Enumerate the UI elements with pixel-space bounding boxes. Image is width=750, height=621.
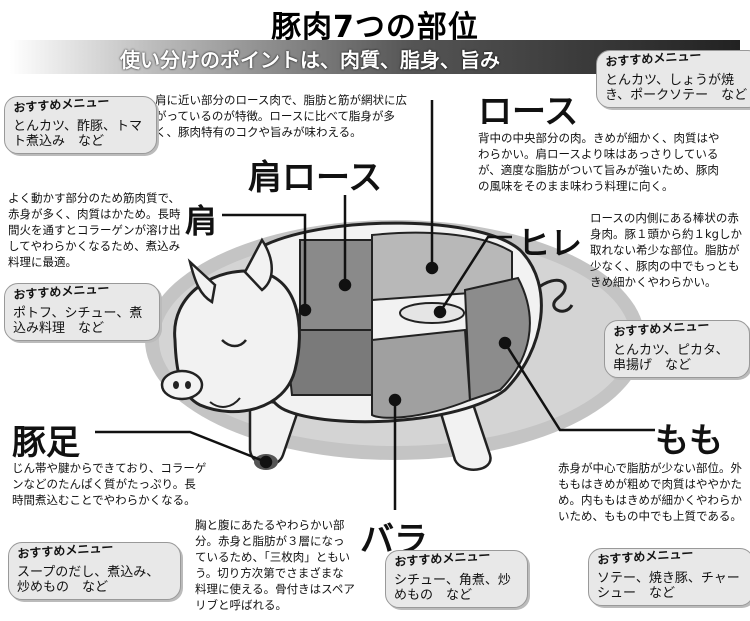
leader-kata [222,213,307,310]
menu-bubble-kata: おすすめメニュー ポトフ、シチュー、煮込み料理 など [4,281,160,341]
pig-hind-leg [438,393,492,471]
label-hire: ヒレ [518,224,583,262]
cut-bara [371,328,472,419]
desc-bara: 胸と腹にあたるやわらかい部分。赤身と脂肪が３層になっているため、「三枚肉」ともい… [195,518,355,612]
menu-bubble-hire: おすすめメニュー とんカツ、ピカタ、串揚げ など [604,318,750,378]
pig-snout [160,369,204,401]
cut-kata-loin [299,239,373,331]
recommend-label: おすすめメニュー [394,548,491,569]
menu-loin: とんカツ、しょうが焼き、ポークソテー など [605,73,748,103]
label-momo: もも [655,421,723,461]
label-kata: 肩 [185,202,218,240]
leader-tonsoku [95,430,267,464]
desc-tonsoku: じん帯や腱からできており、コラーゲンなどのたんぱく質がたっぷり。長時間煮込むこと… [12,461,207,507]
desc-kata: よく動かす部分のため筋肉質で、赤身が多く、肉質はかため。長時間火を通すとコラーゲ… [8,191,181,269]
leader-momo [503,342,655,432]
menu-bubble-tonsoku: おすすめメニュー スープのだし、煮込み、炒めもの など [8,540,181,600]
label-kata-loin: 肩ロース [248,158,383,198]
page-subtitle: 使い分けのポイントは、肉質、脂身、旨み [120,48,500,72]
menu-bubble-kata-loin: おすすめメニュー とんカツ、酢豚、トマト煮込み など [4,94,157,154]
cut-hire [399,302,465,324]
pig-mouth [209,397,241,408]
menu-tonsoku: スープのだし、煮込み、炒めもの など [17,565,160,595]
pig-eye [221,339,247,348]
pig-tail [534,278,574,313]
menu-kata-loin: とんカツ、酢豚、トマト煮込み など [13,119,142,149]
cut-loin [371,231,513,302]
menu-kata: ポトフ、シチュー、煮込み料理 など [13,306,143,336]
page-title: 豚肉7つの部位 [271,10,479,45]
pig-ear-right [243,237,273,292]
desc-momo: 赤身が中心で脂肪が少ない部位。外ももはきめが粗めで肉質はややかため。内ももはきめ… [558,461,742,523]
menu-hire: とんカツ、ピカタ、串揚げ など [613,343,729,373]
recommend-label: おすすめメニュー [13,94,110,115]
pig-head [173,269,301,413]
desc-hire: ロースの内側にある棒状の赤身肉。豚１頭から約１kgしか取れない希少な部位。脂肪が… [590,211,742,289]
menu-bubble-momo: おすすめメニュー ソテー、焼き豚、チャーシュー など [588,546,750,606]
menu-bara: シチュー、角煮、炒めもの など [394,573,511,603]
desc-kata-loin: 肩に近い部分のロース肉で、脂肪と筋が網状に広がっているのが特徴。ロースに比べて脂… [155,93,407,139]
cut-momo [463,276,531,402]
desc-loin: 背中の中央部分の肉。きめが細かく、肉質はやわらかい。肩ロースより味はあっさりして… [478,131,720,193]
recommend-label: おすすめメニュー [613,318,710,339]
menu-momo: ソテー、焼き豚、チャーシュー など [597,571,740,601]
recommend-label: おすすめメニュー [13,281,110,302]
pig-ear-left [187,258,217,304]
leader-hire [438,235,512,313]
label-loin: ロース [478,92,579,132]
menu-bubble-bara: おすすめメニュー シチュー、角煮、炒めもの など [385,548,528,608]
label-tonsoku: 豚足 [12,423,80,463]
menu-bubble-loin: おすすめメニュー とんカツ、しょうが焼き、ポークソテー など [596,48,750,108]
